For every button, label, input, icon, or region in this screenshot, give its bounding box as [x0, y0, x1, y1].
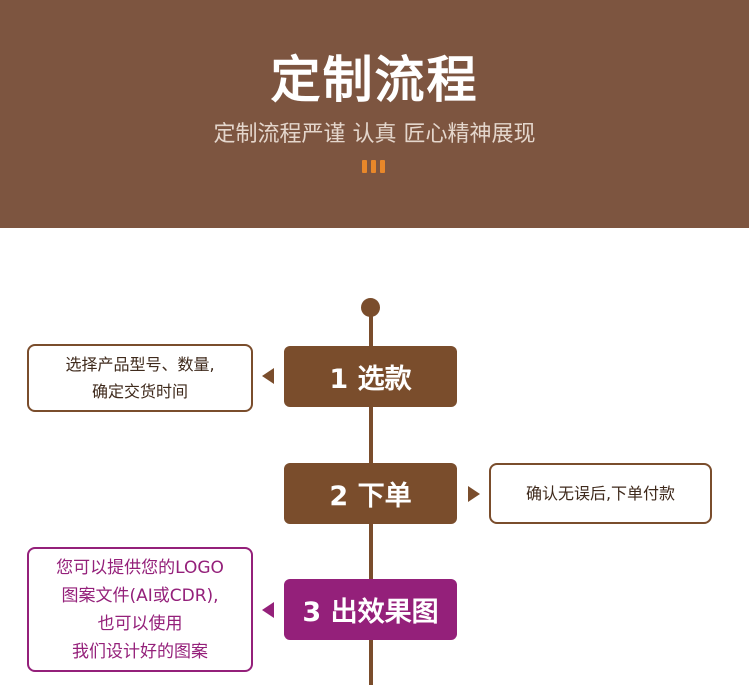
note-line: 图案文件(AI或CDR),	[61, 585, 219, 606]
note-line: 确认无误后,下单付款	[525, 484, 676, 503]
decorative-bars-icon	[362, 160, 388, 174]
arrow-left-icon	[262, 368, 274, 384]
step-1-button[interactable]: 1 选款	[284, 346, 457, 407]
step-3-button[interactable]: 3 出效果图	[284, 579, 457, 640]
note-line: 选择产品型号、数量,	[65, 355, 215, 374]
note-line: 我们设计好的图案	[72, 641, 208, 662]
step-2-button[interactable]: 2 下单	[284, 463, 457, 524]
step-2-note: 确认无误后,下单付款	[489, 463, 712, 524]
note-line: 也可以使用	[97, 613, 183, 634]
arrow-left-icon	[262, 602, 274, 618]
note-line: 您可以提供您的LOGO	[56, 557, 224, 578]
step-3-note: 您可以提供您的LOGO 图案文件(AI或CDR), 也可以使用 我们设计好的图案	[27, 547, 253, 672]
page-title: 定制流程	[270, 51, 479, 109]
page-subtitle: 定制流程严谨 认真 匠心精神展现	[213, 122, 536, 147]
timeline-start-dot	[361, 298, 380, 317]
note-line: 确定交货时间	[91, 382, 188, 401]
header-banner: 定制流程 定制流程严谨 认真 匠心精神展现	[0, 0, 749, 228]
arrow-right-icon	[468, 486, 480, 502]
step-1-note: 选择产品型号、数量, 确定交货时间	[27, 344, 253, 412]
